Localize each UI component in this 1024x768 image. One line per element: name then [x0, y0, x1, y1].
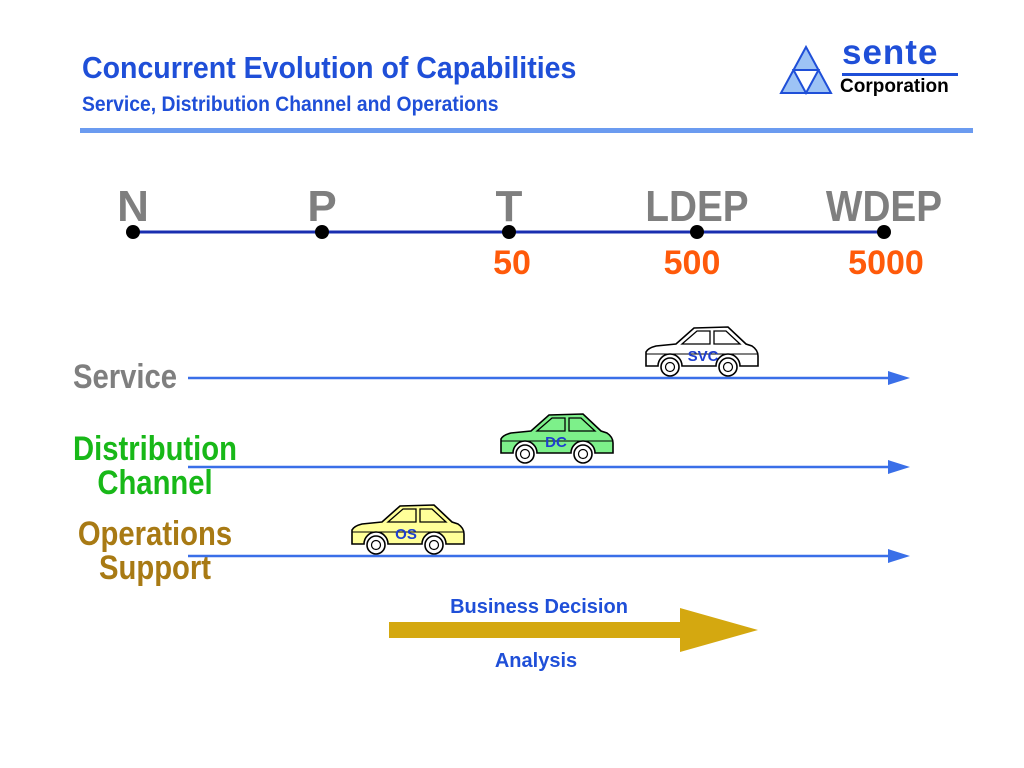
track-arrow-distribution-channel	[188, 460, 910, 474]
page-subtitle: Service, Distribution Channel and Operat…	[82, 93, 499, 116]
stage-value-wdep: 5000	[848, 244, 924, 282]
analysis-label: Analysis	[494, 650, 578, 672]
stage-label-ldep: LDEP	[645, 182, 749, 231]
track-label-operations-support: Operations Support	[77, 515, 233, 587]
track-arrow-operations-support	[188, 549, 910, 563]
stage-dot-ldep	[690, 225, 704, 239]
car-tag-svc: SVC	[687, 348, 719, 365]
track-arrow-service	[188, 371, 910, 385]
stage-label-n: N	[117, 182, 149, 231]
logo-corporation: Corporation	[840, 76, 949, 97]
logo-underline	[842, 73, 958, 76]
stage-dot-wdep	[877, 225, 891, 239]
stage-value-ldep: 500	[663, 244, 721, 282]
track-label-service: Service	[72, 358, 178, 396]
track-label-distribution-channel: Distribution Channel	[72, 430, 238, 502]
stage-dot-p	[315, 225, 329, 239]
stage-label-wdep: WDEP	[825, 182, 943, 231]
logo-name: sente	[842, 33, 939, 72]
header-divider	[80, 128, 973, 133]
triangle-logo-icon	[779, 44, 833, 96]
stage-label-p: P	[307, 182, 337, 231]
car-tag-os: OS	[395, 526, 417, 543]
stage-value-t: 50	[493, 244, 531, 282]
car-tag-dc: DC	[545, 434, 567, 451]
stage-dot-n	[126, 225, 140, 239]
stage-label-t: T	[495, 182, 523, 231]
business-decision-label: Business Decision	[450, 596, 628, 618]
page-title: Concurrent Evolution of Capabilities	[82, 50, 577, 85]
stage-dot-t	[502, 225, 516, 239]
